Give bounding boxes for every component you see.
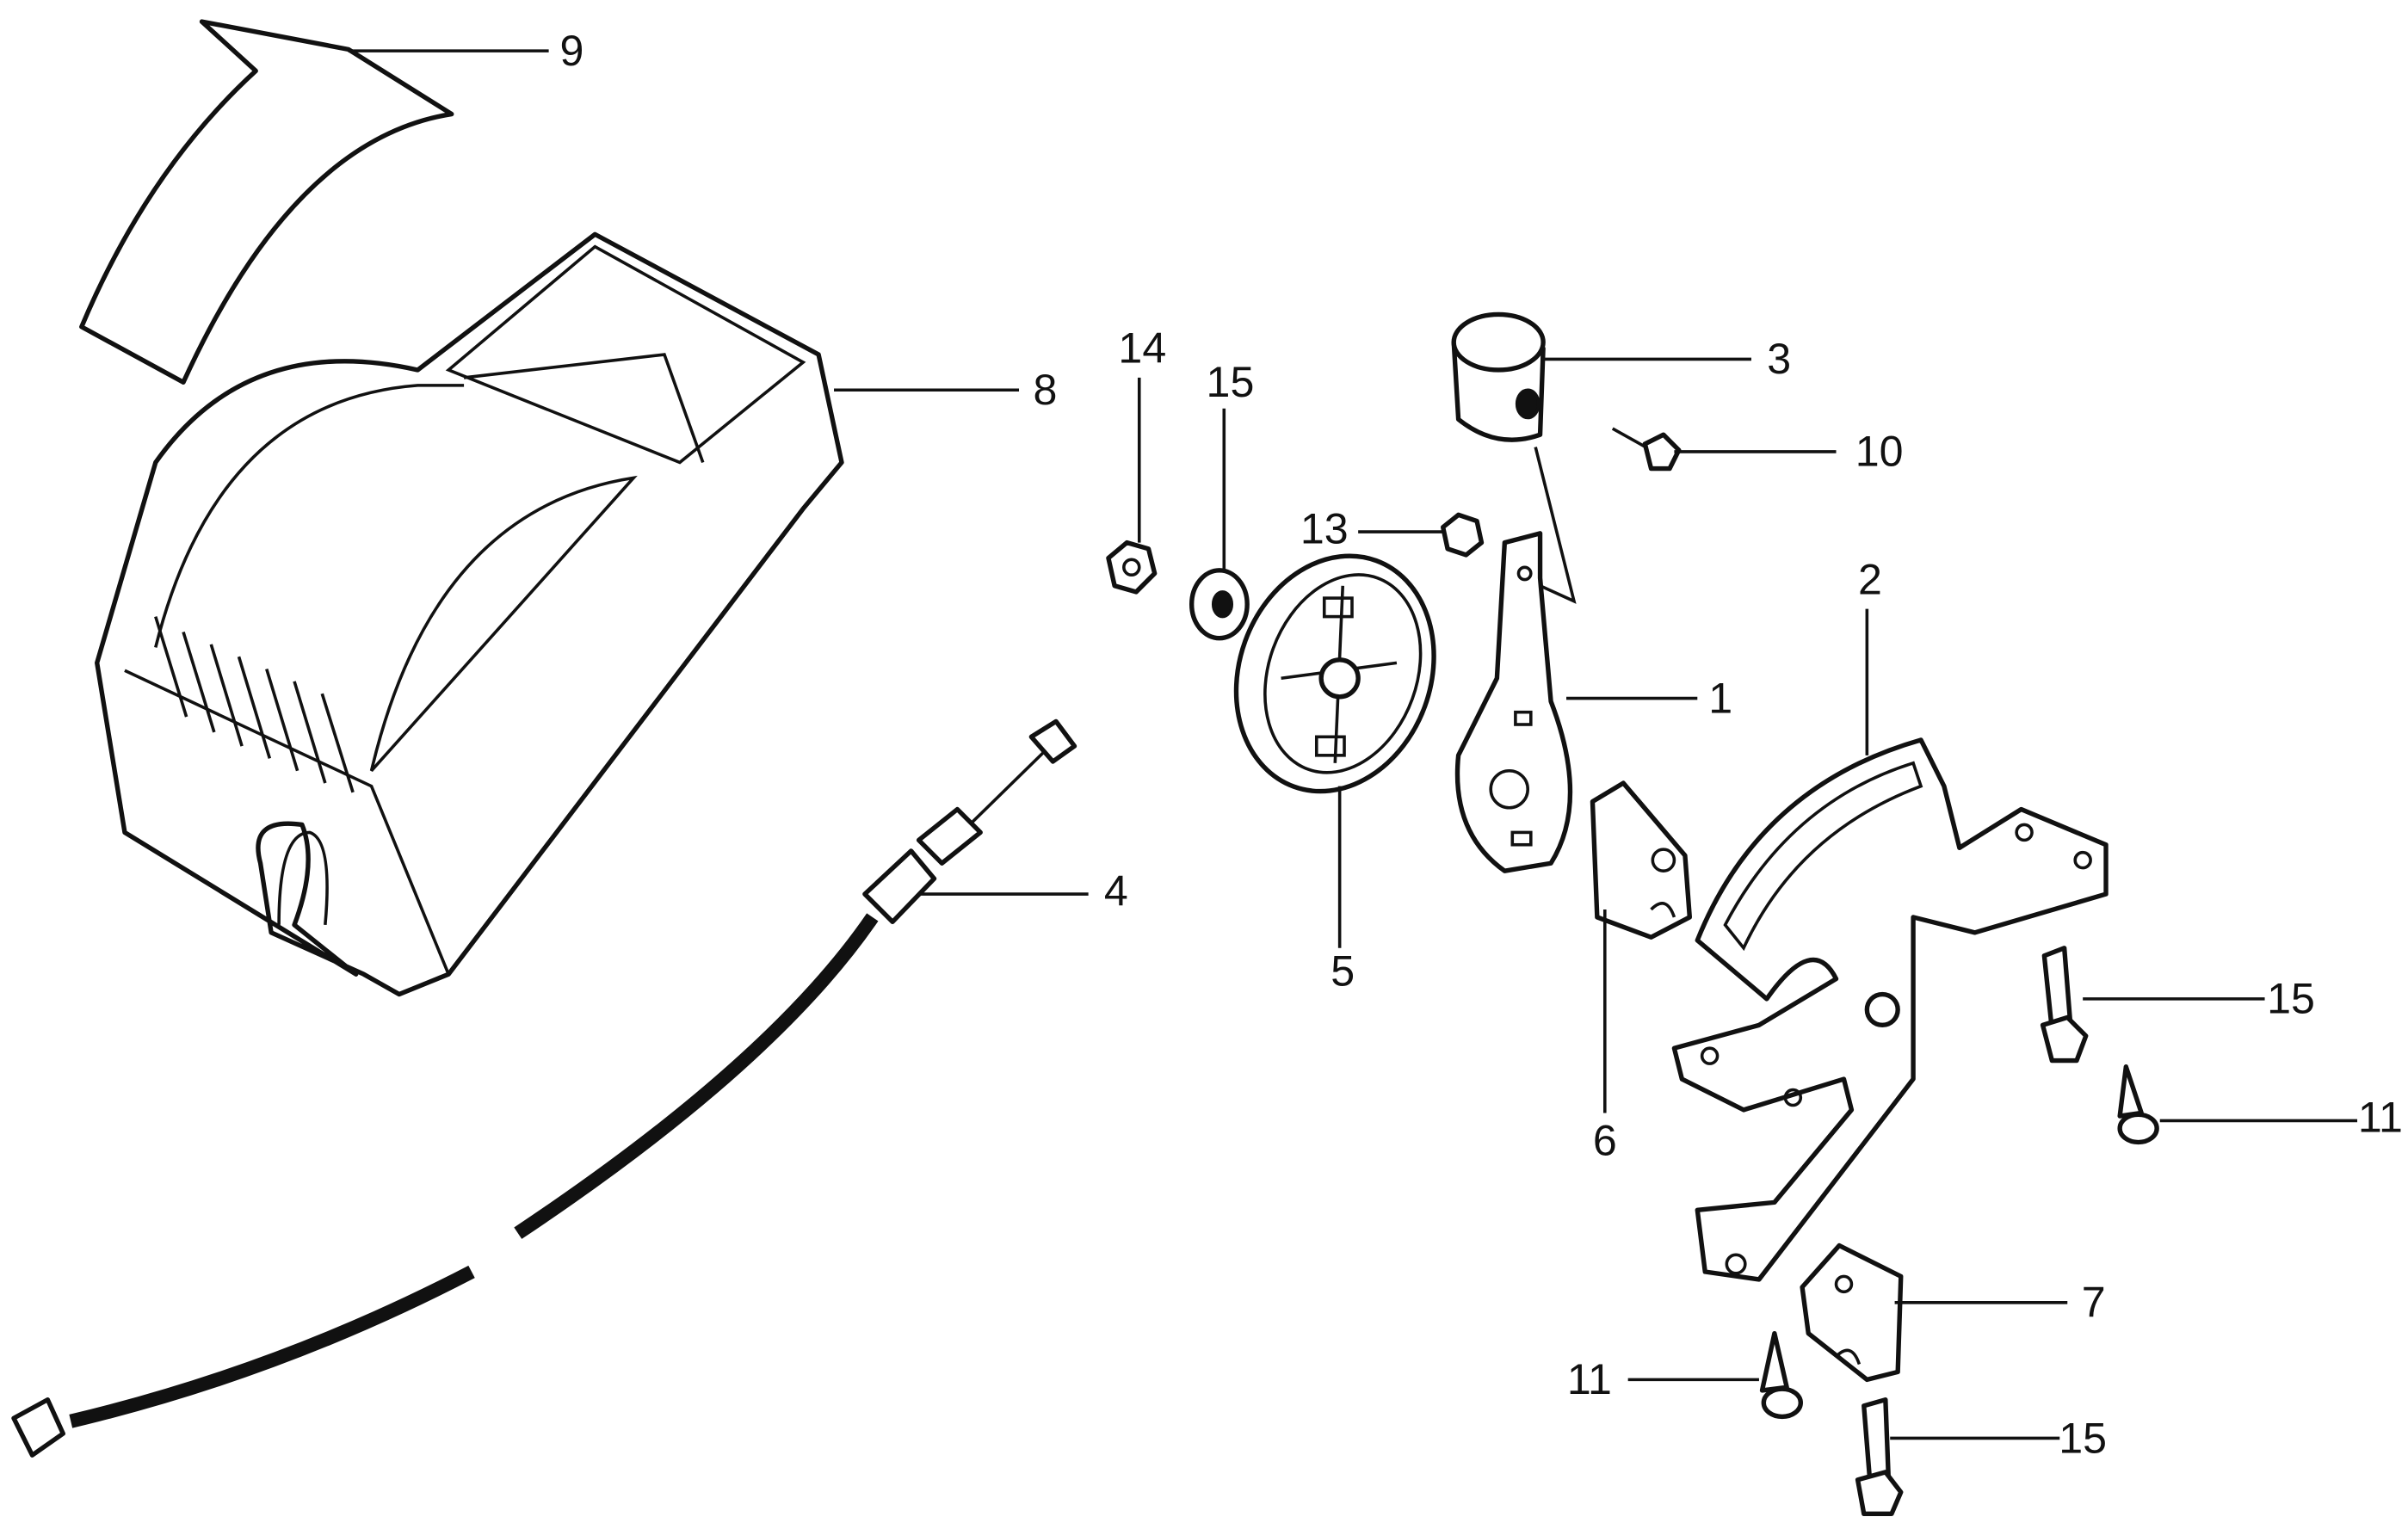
part-8-cover xyxy=(95,231,844,997)
part-15-bolt-lower xyxy=(1855,1397,1904,1516)
callout-11-upper: 11 xyxy=(2358,1094,2403,1142)
callout-15-upper: 15 xyxy=(2267,975,2315,1023)
callout-9: 9 xyxy=(560,27,584,75)
callout-2: 2 xyxy=(1858,555,1882,603)
cover-vent-slots xyxy=(154,616,355,793)
callout-13: 14 xyxy=(1118,324,1166,373)
callout-15-lower: 15 xyxy=(2059,1414,2107,1462)
callout-11-lower: 11 xyxy=(1567,1355,1612,1403)
part-12-nut xyxy=(1440,512,1485,558)
part-7-clamp xyxy=(1800,1242,1904,1383)
callout-10: 10 xyxy=(1855,428,1904,476)
callouts: 9 8 14 15 3 10 13 2 1 4 5 6 15 11 7 11 1… xyxy=(560,27,2403,1462)
part-4-cable xyxy=(11,718,1077,1458)
part-15-bolt-upper xyxy=(2040,946,2089,1064)
part-11-screw-upper xyxy=(2117,1064,2159,1145)
part-2-bracket xyxy=(1671,737,2109,1282)
callout-6: 6 xyxy=(1593,1117,1617,1165)
callout-14: 15 xyxy=(1207,358,1255,406)
callout-8: 8 xyxy=(1034,366,1058,414)
part-6-stopper xyxy=(1590,780,1693,940)
callout-3: 3 xyxy=(1767,335,1791,383)
part-3-knob xyxy=(1451,311,1546,442)
part-14-washer xyxy=(1189,568,1250,641)
part-10-screw xyxy=(1611,427,1682,472)
callout-1: 1 xyxy=(1708,674,1732,722)
part-11-screw-lower xyxy=(1759,1330,1803,1420)
callout-7: 7 xyxy=(2082,1279,2106,1327)
callout-4: 4 xyxy=(1104,866,1128,915)
part-9-label-decal xyxy=(79,19,454,385)
part-13-nut xyxy=(1106,540,1158,595)
part-5-friction-plate xyxy=(1233,553,1436,794)
callout-12: 13 xyxy=(1300,504,1349,552)
leader-lines xyxy=(348,49,2358,1440)
callout-5: 5 xyxy=(1331,946,1355,995)
part-1-lever xyxy=(1454,447,1577,873)
